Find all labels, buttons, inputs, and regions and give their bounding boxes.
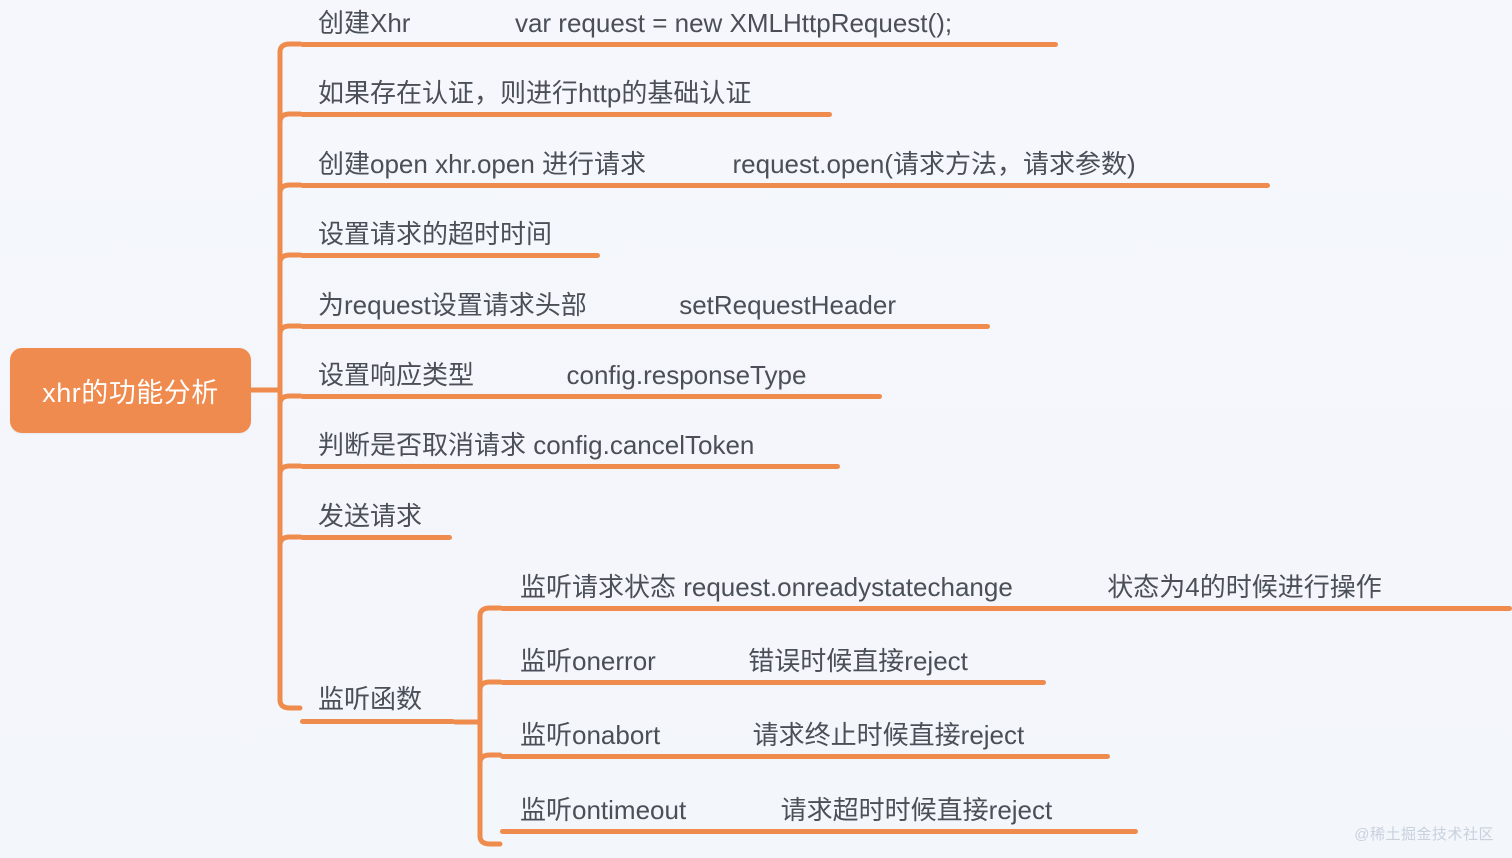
branch-primary-text: 创建open xhr.open 进行请求	[318, 149, 647, 179]
child-primary-text: 监听请求状态 request.onreadystatechange	[520, 572, 1013, 602]
branch-http-basic-auth[interactable]: 如果存在认证，则进行http的基础认证	[318, 78, 751, 108]
branch-primary-text: 设置请求的超时时间	[318, 219, 553, 249]
child-primary-text: 监听onabort	[520, 720, 661, 750]
branch-primary-text: 为request设置请求头部	[318, 290, 587, 320]
branch-underline-set-request-header	[300, 324, 990, 329]
child-primary-text: 监听ontimeout	[520, 795, 687, 825]
child-underline-onabort	[500, 754, 1110, 759]
branch-underline-create-xhr	[300, 42, 1058, 47]
branch-primary-text: 设置响应类型	[318, 360, 475, 390]
branch-secondary-text: request.open(请求方法，请求参数)	[732, 149, 1136, 179]
child-ontimeout[interactable]: 监听ontimeout 请求超时时候直接reject	[520, 795, 1052, 825]
child-underline-ontimeout	[500, 829, 1138, 834]
branch-set-response-type[interactable]: 设置响应类型 config.responseType	[318, 360, 806, 390]
branch-primary-text: 发送请求	[318, 501, 423, 531]
child-onreadystatechange[interactable]: 监听请求状态 request.onreadystatechange 状态为4的时…	[520, 572, 1382, 602]
branch-primary-text: 创建Xhr	[318, 8, 411, 38]
branch-underline-set-response-type	[300, 394, 882, 399]
branch-underline-listener-functions	[300, 719, 455, 724]
child-onabort[interactable]: 监听onabort 请求终止时候直接reject	[520, 720, 1024, 750]
branch-set-request-header[interactable]: 为request设置请求头部 setRequestHeader	[318, 290, 896, 320]
child-underline-onerror	[500, 680, 1046, 685]
branch-set-timeout[interactable]: 设置请求的超时时间	[318, 219, 552, 249]
branch-send-request[interactable]: 发送请求	[318, 501, 422, 531]
root-node[interactable]: xhr的功能分析	[10, 348, 251, 433]
branch-primary-text: 判断是否取消请求 config.cancelToken	[318, 430, 755, 460]
branch-open-request[interactable]: 创建open xhr.open 进行请求 request.open(请求方法，请…	[318, 149, 1136, 179]
child-secondary-text: 状态为4的时候进行操作	[1107, 572, 1382, 602]
branch-listener-functions[interactable]: 监听函数	[318, 684, 422, 714]
branch-create-xhr[interactable]: 创建Xhr var request = new XMLHttpRequest()…	[318, 8, 952, 38]
branch-primary-text: 如果存在认证，则进行http的基础认证	[318, 78, 752, 108]
branch-primary-text: 监听函数	[318, 684, 423, 714]
branch-underline-http-basic-auth	[300, 112, 832, 117]
branch-secondary-text: config.responseType	[566, 360, 807, 390]
branch-secondary-text: setRequestHeader	[679, 290, 897, 320]
child-primary-text: 监听onerror	[520, 646, 656, 676]
branch-underline-set-timeout	[300, 253, 600, 258]
watermark: @稀土掘金技术社区	[1354, 826, 1494, 843]
child-underline-onreadystatechange	[500, 606, 1512, 611]
child-secondary-text: 请求终止时候直接reject	[752, 720, 1025, 750]
child-secondary-text: 错误时候直接reject	[748, 646, 968, 676]
branch-underline-open-request	[300, 183, 1270, 188]
branch-secondary-text: var request = new XMLHttpRequest();	[514, 8, 953, 38]
child-onerror[interactable]: 监听onerror 错误时候直接reject	[520, 646, 968, 676]
branch-underline-cancel-token	[300, 464, 840, 469]
root-node-label: xhr的功能分析	[42, 378, 219, 408]
branch-underline-send-request	[300, 535, 452, 540]
branch-cancel-token[interactable]: 判断是否取消请求 config.cancelToken	[318, 430, 754, 460]
child-secondary-text: 请求超时时候直接reject	[780, 795, 1053, 825]
